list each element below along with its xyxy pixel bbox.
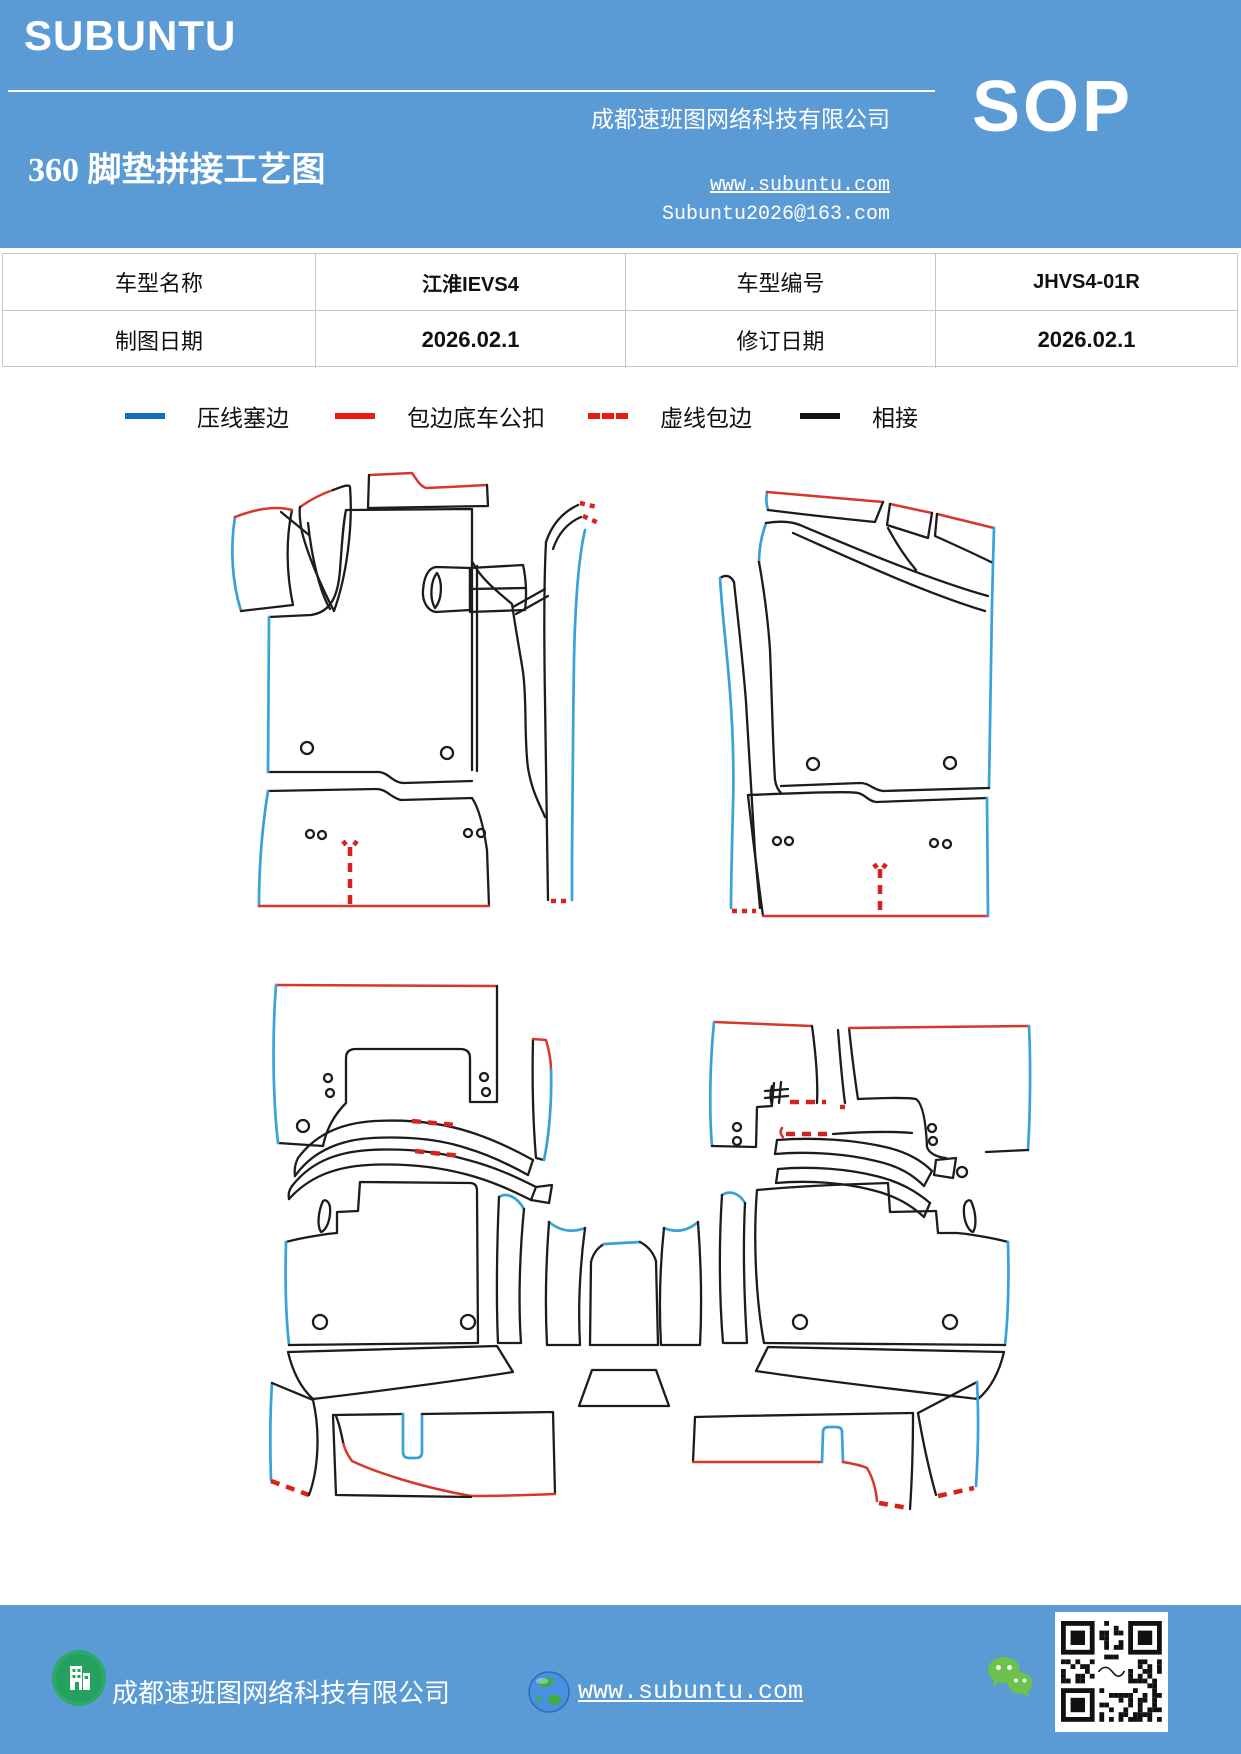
brand-logo: SUBUNTU xyxy=(24,12,237,59)
header-website-link[interactable]: www.subuntu.com xyxy=(709,174,890,197)
legend-blue-line-swatch xyxy=(125,413,165,419)
legend-dashed-line-swatch xyxy=(588,413,628,419)
draw-date-label: 制图日期 xyxy=(3,311,316,368)
legend-red-line-swatch xyxy=(335,413,375,419)
rear-right-mat-group xyxy=(691,1020,1032,1511)
header-contact-block: 成都速班图网络科技有限公司 www.subuntu.com Subuntu202… xyxy=(540,100,890,226)
legend-item-black-solid: 相接 xyxy=(800,399,918,433)
header-divider xyxy=(8,90,935,92)
wechat-icon xyxy=(988,1657,1033,1698)
page-title: 360 脚垫拼接工艺图 xyxy=(28,152,326,189)
header-company-name: 成都速班图网络科技有限公司 xyxy=(591,107,890,132)
legend-label: 包边底车公扣 xyxy=(407,406,545,431)
legend: 压线塞边 包边底车公扣 虚线包边 相接 xyxy=(0,399,1241,435)
front-left-mat-group xyxy=(231,471,600,908)
model-code-value: JHVS4-01R xyxy=(936,254,1237,311)
legend-item-blue-solid: 压线塞边 xyxy=(125,399,289,433)
legend-item-red-dashed: 虚线包边 xyxy=(588,399,752,433)
revision-date-label: 修订日期 xyxy=(626,311,936,368)
vehicle-name-value: 江淮IEVS4 xyxy=(316,254,626,311)
qr-code xyxy=(1055,1612,1168,1732)
revision-date-value: 2026.02.1 xyxy=(1037,326,1136,352)
model-code-label: 车型编号 xyxy=(626,254,936,311)
legend-item-red-solid: 包边底车公扣 xyxy=(335,399,545,433)
footer-website-link[interactable]: www.subuntu.com xyxy=(578,1677,804,1706)
footer-company-name: 成都速班图网络科技有限公司 xyxy=(112,1679,451,1708)
legend-label: 相接 xyxy=(872,406,918,431)
sop-badge: SOP xyxy=(972,67,1134,147)
globe-icon xyxy=(528,1671,570,1713)
header-email: Subuntu2026@163.com xyxy=(661,203,890,226)
draw-date-value: 2026.02.1 xyxy=(316,311,626,368)
footer: 成都速班图网络科技有限公司 www.subuntu.com xyxy=(0,1605,1241,1754)
vehicle-info-table: 车型名称 江淮IEVS4 车型编号 JHVS4-01R 制图日期 2026.02… xyxy=(2,253,1238,368)
center-tunnel-pieces xyxy=(495,1191,749,1408)
vehicle-name-label: 车型名称 xyxy=(3,254,316,311)
header: SUBUNTU 360 脚垫拼接工艺图 成都速班图网络科技有限公司 www.su… xyxy=(0,0,1241,248)
rear-left-mat-group xyxy=(268,983,557,1499)
legend-black-line-swatch xyxy=(800,413,840,419)
front-right-mat-group xyxy=(718,490,996,918)
legend-label: 虚线包边 xyxy=(660,406,752,431)
building-icon xyxy=(52,1650,106,1706)
legend-label: 压线塞边 xyxy=(197,406,289,431)
